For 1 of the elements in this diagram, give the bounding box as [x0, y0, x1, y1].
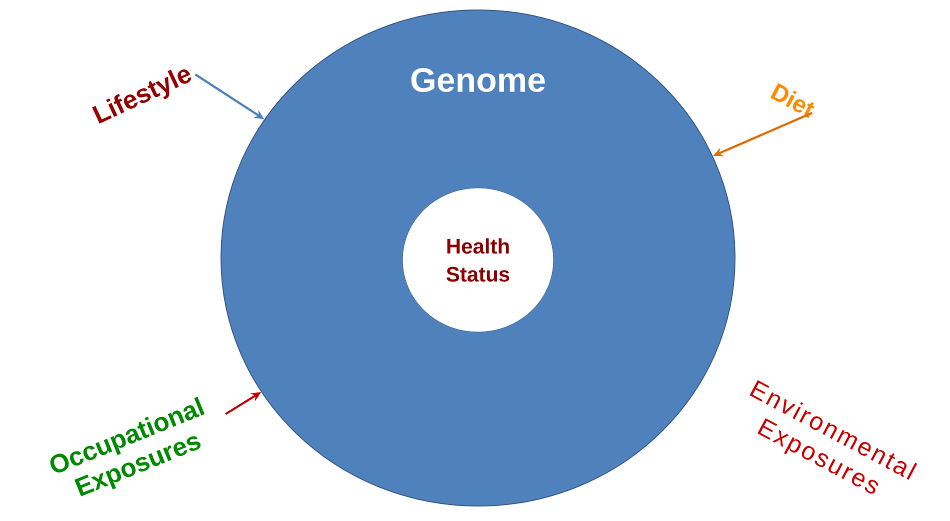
- factor-label: Diet: [770, 83, 815, 118]
